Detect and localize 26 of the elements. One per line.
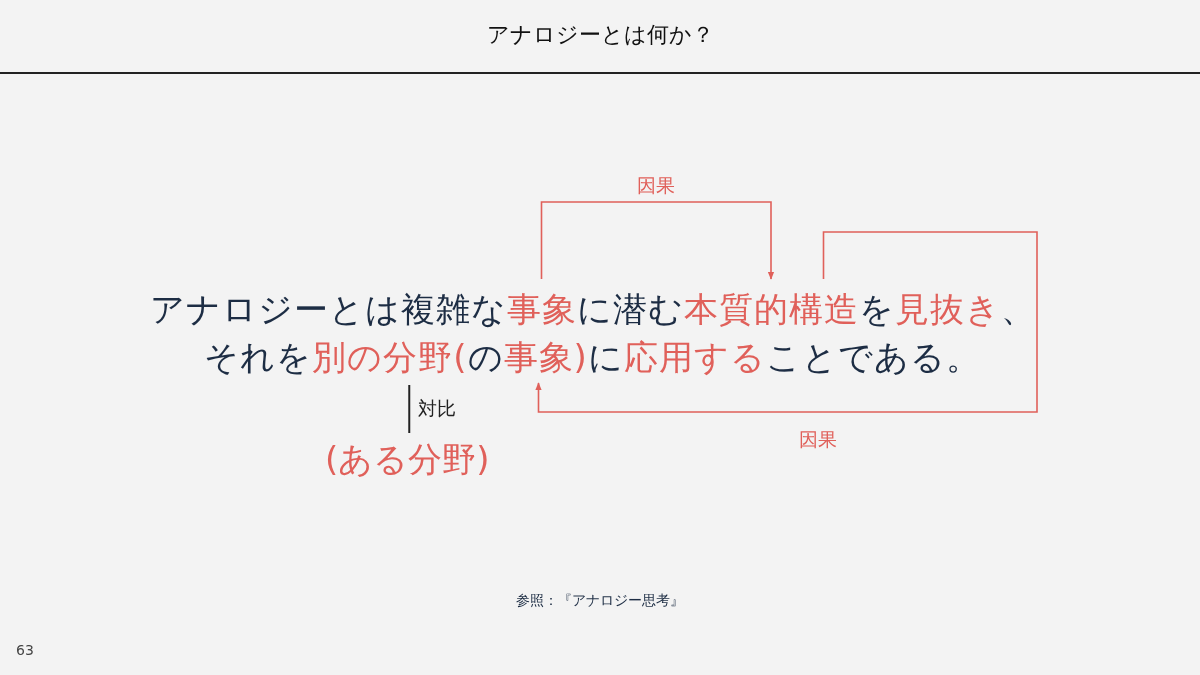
- highlighted-term: 本質的構造: [683, 287, 859, 333]
- sentence-text: に: [587, 336, 624, 379]
- edge-label: 対比: [418, 396, 457, 421]
- sentence-text: に潜む: [576, 288, 684, 331]
- sentence-text: ): [573, 337, 588, 377]
- arrow: [540, 201, 775, 280]
- highlighted-term: 別の分野: [312, 335, 454, 381]
- sentence-text: アナロジーとは複雑な: [149, 288, 507, 331]
- sentence-text: を: [858, 288, 895, 331]
- highlighted-term: (ある分野): [325, 437, 490, 483]
- sentence-text: (: [453, 337, 468, 377]
- highlighted-term: 事象: [503, 335, 574, 381]
- edge-label: 因果: [637, 173, 676, 198]
- sentence-text: 応用する: [623, 336, 766, 379]
- connector-line: [408, 384, 411, 434]
- sentence-text: 見抜き: [894, 288, 1001, 331]
- sentence-text: の: [467, 336, 504, 379]
- reference-note: 参照：『アナロジー思考』: [515, 592, 685, 610]
- sentence-text: 、: [1000, 288, 1036, 331]
- edge-label: 因果: [798, 427, 837, 452]
- sentence-text: それを: [204, 336, 313, 379]
- sentence-text: ことである。: [765, 336, 981, 379]
- slide-title: アナロジーとは何か？: [485, 21, 715, 49]
- page-number: 63: [16, 642, 34, 658]
- arrow: [535, 231, 1038, 413]
- highlighted-term: 事象: [506, 287, 577, 333]
